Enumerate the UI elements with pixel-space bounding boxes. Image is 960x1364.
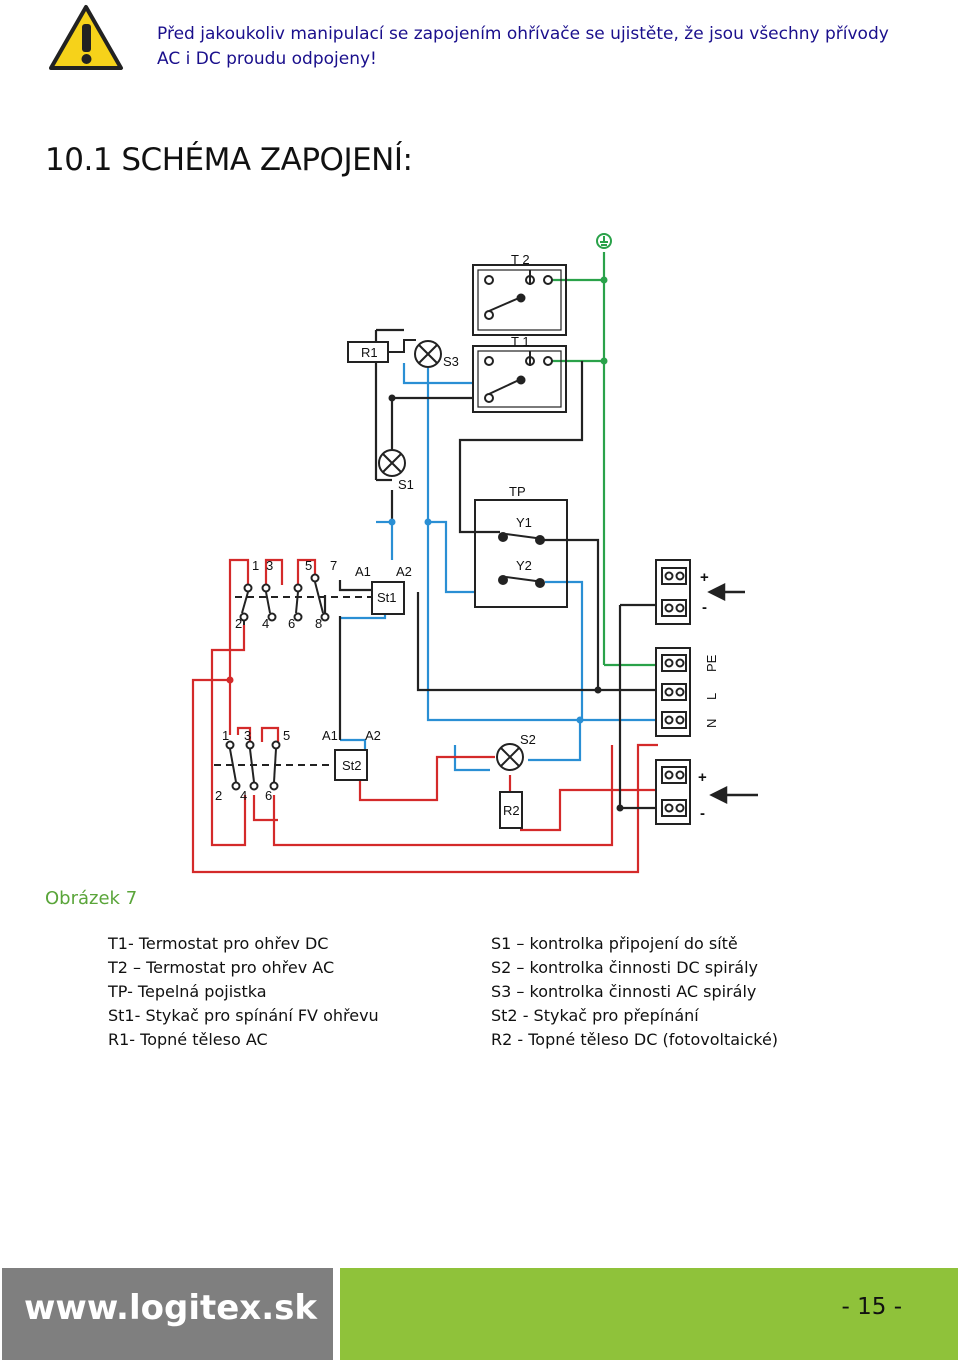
legend-item: T1- Termostat pro ohřev DC bbox=[108, 934, 329, 953]
label-st2: St2 bbox=[342, 758, 362, 773]
label-st2-a1: A1 bbox=[322, 728, 338, 743]
legend-item: R2 - Topné těleso DC (fotovoltaické) bbox=[491, 1030, 779, 1049]
label-st1-2: 2 bbox=[235, 616, 242, 631]
label-y2: Y2 bbox=[516, 558, 532, 573]
label-s1: S1 bbox=[398, 477, 414, 492]
terminal-block-ac bbox=[655, 647, 691, 737]
label-s2: S2 bbox=[520, 732, 536, 747]
lamp-s3 bbox=[414, 340, 442, 368]
label-st1-1: 1 bbox=[252, 558, 259, 573]
label-y1: Y1 bbox=[516, 515, 532, 530]
ground-icon bbox=[596, 233, 612, 249]
legend-right: S1 – kontrolka připojení do sítě S2 – ko… bbox=[491, 932, 778, 1052]
legend-item: S3 – kontrolka činnosti AC spirály bbox=[491, 982, 757, 1001]
label-n: N bbox=[704, 719, 719, 728]
legend-item: T2 – Termostat pro ohřev AC bbox=[108, 958, 335, 977]
red-wires bbox=[191, 558, 658, 874]
label-st2-2: 2 bbox=[215, 788, 222, 803]
wiring-diagram: T 2 T 1 R1 S3 S1 TP Y1 Y2 St1 A1 A2 1 3 … bbox=[191, 233, 758, 874]
label-plus-bottom: + bbox=[698, 769, 707, 786]
label-tp: TP bbox=[509, 484, 526, 499]
thermostat-t2 bbox=[472, 264, 567, 336]
section-title: 10.1 SCHÉMA ZAPOJENÍ: bbox=[45, 142, 413, 178]
heater-r1 bbox=[347, 339, 416, 363]
label-st1-a1: A1 bbox=[355, 564, 371, 579]
contactor-st2 bbox=[225, 740, 368, 791]
warning-icon bbox=[49, 5, 123, 70]
label-plus-top: + bbox=[700, 569, 709, 586]
footer-left-band bbox=[2, 1268, 333, 1360]
label-r2: R2 bbox=[503, 803, 520, 818]
label-t2: T 2 bbox=[511, 252, 530, 267]
label-st2-5: 5 bbox=[283, 728, 290, 743]
warning-text: Před jakoukoliv manipulací se zapojením … bbox=[157, 24, 889, 69]
label-st1-8: 8 bbox=[315, 616, 322, 631]
footer-url[interactable]: www.logitex.sk bbox=[24, 1288, 317, 1328]
label-s3: S3 bbox=[443, 354, 459, 369]
legend-item: St2 - Stykač pro přepínání bbox=[491, 1006, 699, 1025]
legend-item: R1- Topné těleso AC bbox=[108, 1030, 268, 1049]
green-wires bbox=[548, 252, 658, 667]
legend-left: T1- Termostat pro ohřev DC T2 – Termosta… bbox=[108, 932, 379, 1052]
label-st1-5: 5 bbox=[305, 558, 312, 573]
label-r1: R1 bbox=[361, 345, 378, 360]
terminal-block-dc-bottom bbox=[655, 759, 691, 825]
label-st2-3: 3 bbox=[244, 728, 251, 743]
page-number: - 15 - bbox=[841, 1294, 903, 1320]
label-st1-3: 3 bbox=[266, 558, 273, 573]
footer-right-band bbox=[340, 1268, 958, 1360]
arrow-dc-top bbox=[707, 582, 745, 602]
legend-item: S2 – kontrolka činnosti DC spirály bbox=[491, 958, 759, 977]
label-l: L bbox=[704, 693, 719, 700]
label-st2-4: 4 bbox=[240, 788, 247, 803]
label-st2-6: 6 bbox=[265, 788, 272, 803]
terminal-block-dc-top bbox=[655, 559, 691, 625]
label-st1: St1 bbox=[377, 590, 397, 605]
heater-r2 bbox=[499, 791, 523, 829]
arrow-dc-bottom bbox=[709, 785, 758, 805]
label-st1-a2: A2 bbox=[396, 564, 412, 579]
thermostat-t1 bbox=[472, 345, 567, 413]
label-st1-4: 4 bbox=[262, 616, 269, 631]
figure-caption: Obrázek 7 bbox=[45, 888, 138, 909]
label-st1-6: 6 bbox=[288, 616, 295, 631]
legend-item: S1 – kontrolka připojení do sítě bbox=[491, 934, 738, 953]
label-st2-1: 1 bbox=[222, 728, 229, 743]
contactor-st1 bbox=[239, 573, 405, 625]
label-minus-bottom: - bbox=[700, 805, 705, 822]
label-st1-7: 7 bbox=[330, 558, 337, 573]
label-pe: PE bbox=[704, 654, 719, 672]
legend-item: TP- Tepelná pojistka bbox=[108, 982, 267, 1001]
label-minus-top: - bbox=[702, 599, 707, 616]
legend-item: St1- Stykač pro spínání FV ohřevu bbox=[108, 1006, 379, 1025]
label-st2-a2: A2 bbox=[365, 728, 381, 743]
junction-dots bbox=[226, 276, 624, 812]
lamp-s1 bbox=[378, 449, 406, 477]
lamp-s2 bbox=[496, 743, 524, 771]
blue-wires bbox=[340, 363, 658, 772]
thermal-fuse-tp bbox=[474, 499, 568, 608]
label-t1: T 1 bbox=[511, 334, 530, 349]
